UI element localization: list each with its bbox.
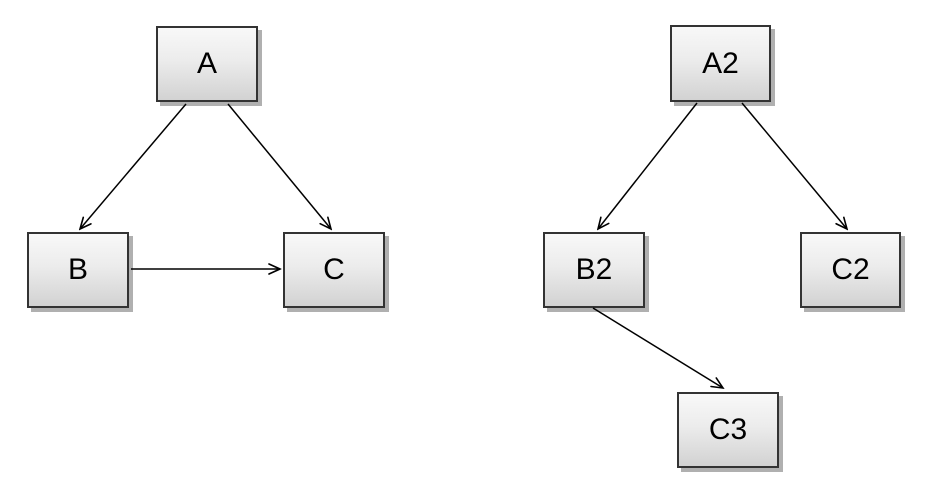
node-B2[interactable]: B2 (543, 232, 645, 308)
node-B[interactable]: B (27, 232, 129, 308)
node-A[interactable]: A (156, 26, 258, 102)
node-label-C: C (323, 253, 345, 286)
node-A2[interactable]: A2 (670, 25, 771, 102)
node-C2[interactable]: C2 (800, 232, 901, 308)
node-label-C2: C2 (831, 253, 870, 286)
node-label-B: B (67, 253, 88, 286)
node-label-C3: C3 (708, 413, 748, 446)
node-label-A: A (196, 47, 217, 80)
node-C3[interactable]: C3 (677, 392, 779, 468)
node-C[interactable]: C (283, 232, 385, 308)
node-label-B2: B2 (575, 253, 613, 286)
node-label-A2: A2 (702, 46, 739, 80)
